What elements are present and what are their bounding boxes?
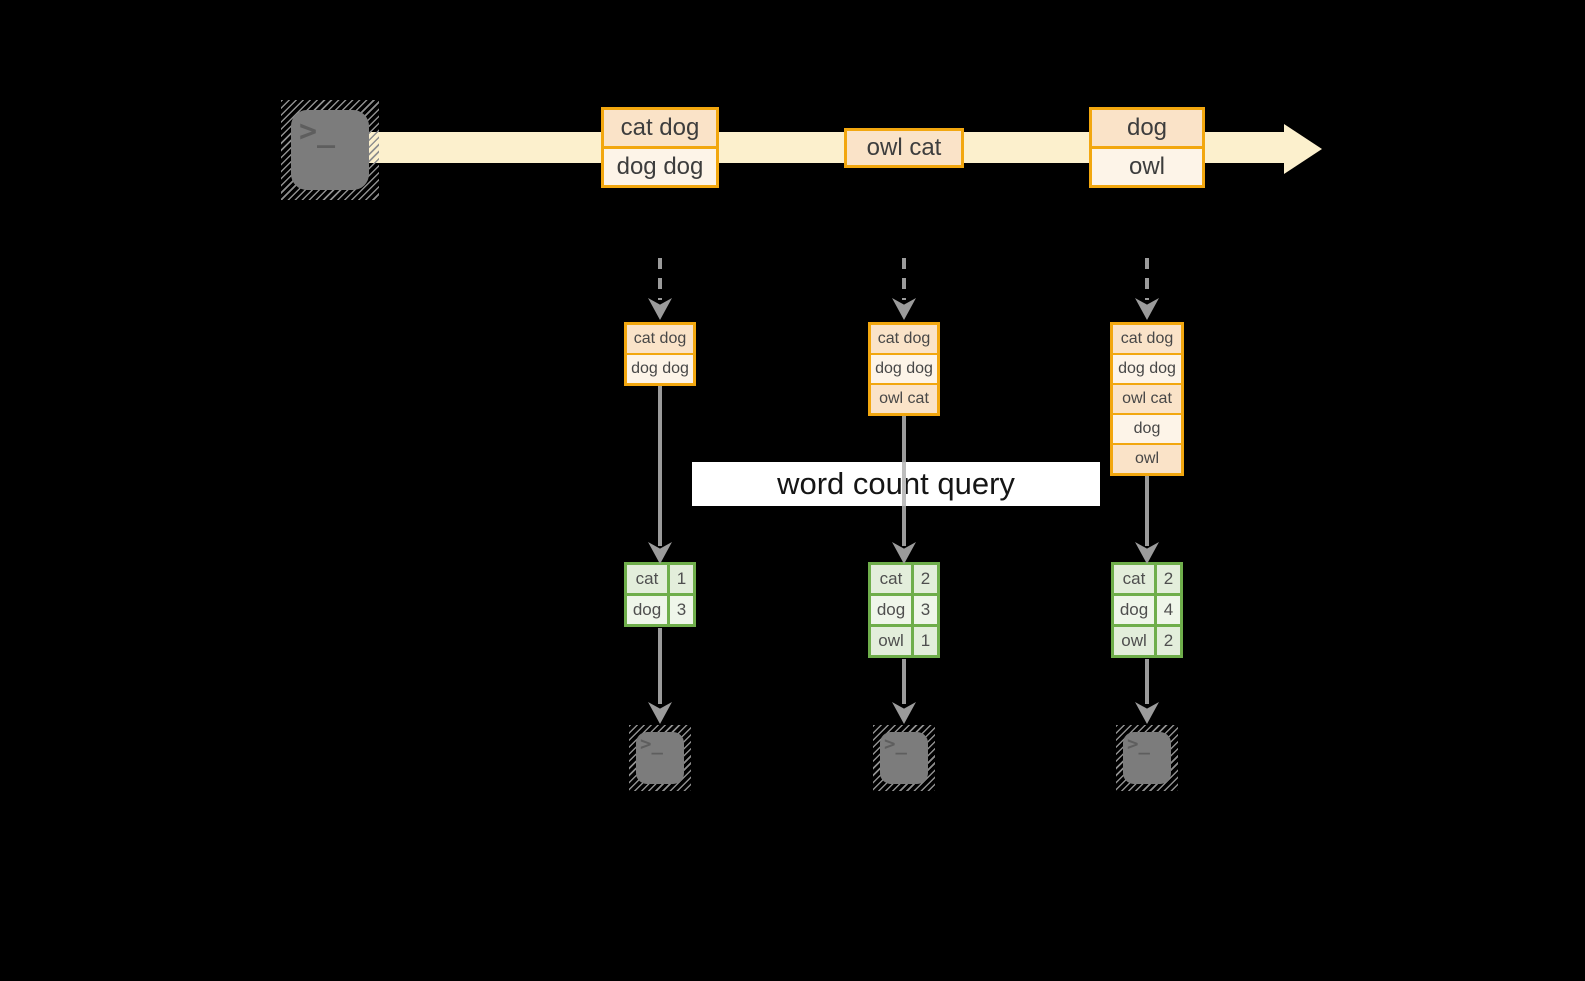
stream-source-terminal-icon: >_ [281, 100, 379, 200]
result-count: 2 [914, 565, 937, 593]
state-after-batch-2: cat dog dog dog owl cat [868, 322, 940, 416]
arrowhead-down-icon [892, 298, 916, 320]
terminal-screen [880, 732, 928, 784]
state-line: dog dog [627, 355, 693, 383]
state-line: owl cat [871, 385, 937, 413]
result-count: 3 [670, 596, 693, 624]
event-line: owl cat [847, 131, 961, 165]
result-word: dog [627, 596, 667, 624]
event-line: cat dog [604, 110, 716, 146]
terminal-prompt-glyph: >_ [1127, 733, 1150, 755]
terminal-screen [636, 732, 684, 784]
stream-arrowhead-icon [1284, 124, 1322, 174]
dashed-arrow-batch3 [1145, 258, 1149, 300]
sink-terminal-icon-2: >_ [873, 725, 935, 791]
result-count: 1 [670, 565, 693, 593]
result-word: cat [871, 565, 911, 593]
result-table-2: cat 2 dog 3 owl 1 [868, 562, 940, 658]
dashed-arrow-batch1 [658, 258, 662, 300]
terminal-screen [1123, 732, 1171, 784]
arrowhead-down-icon [1135, 298, 1159, 320]
arrowhead-down-icon [892, 702, 916, 724]
event-line: dog [1092, 110, 1202, 146]
terminal-prompt-glyph: >_ [299, 114, 336, 149]
query-label: word count query [777, 466, 1015, 501]
terminal-prompt-glyph: >_ [884, 733, 907, 755]
dashed-arrow-batch2 [902, 258, 906, 300]
state-line: dog dog [871, 355, 937, 383]
terminal-prompt-glyph: >_ [640, 733, 663, 755]
arrow-result2-to-sink2 [902, 659, 906, 704]
state-line: dog [1113, 415, 1181, 443]
result-word: owl [1114, 627, 1154, 655]
terminal-screen [291, 110, 369, 190]
state-line: cat dog [1113, 325, 1181, 353]
sink-terminal-icon-3: >_ [1116, 725, 1178, 791]
arrowhead-down-icon [1135, 702, 1159, 724]
result-word: dog [871, 596, 911, 624]
arrow-result3-to-sink3 [1145, 659, 1149, 704]
result-word: cat [1114, 565, 1154, 593]
state-line: owl [1113, 445, 1181, 473]
state-after-batch-3: cat dog dog dog owl cat dog owl [1110, 322, 1184, 476]
result-count: 4 [1157, 596, 1180, 624]
result-count: 1 [914, 627, 937, 655]
arrowhead-down-icon [648, 298, 672, 320]
arrowhead-down-icon [648, 702, 672, 724]
state-line: owl cat [1113, 385, 1181, 413]
arrow-result1-to-sink1 [658, 628, 662, 704]
stream-event-batch-2: owl cat [844, 128, 964, 168]
result-table-3: cat 2 dog 4 owl 2 [1111, 562, 1183, 658]
result-count: 2 [1157, 627, 1180, 655]
arrow-state1-to-result1 [658, 386, 662, 546]
query-label-banner: word count query [692, 462, 1100, 506]
state-line: cat dog [627, 325, 693, 353]
state-line: cat dog [871, 325, 937, 353]
sink-terminal-icon-1: >_ [629, 725, 691, 791]
stream-event-batch-1: cat dog dog dog [601, 107, 719, 188]
state-after-batch-1: cat dog dog dog [624, 322, 696, 386]
state-line: dog dog [1113, 355, 1181, 383]
result-word: dog [1114, 596, 1154, 624]
result-word: cat [627, 565, 667, 593]
result-count: 3 [914, 596, 937, 624]
stream-event-batch-3: dog owl [1089, 107, 1205, 188]
result-table-1: cat 1 dog 3 [624, 562, 696, 627]
arrow-state3-to-result3 [1145, 476, 1149, 546]
arrow-through-banner-segment [902, 462, 906, 506]
event-line: dog dog [604, 149, 716, 185]
event-line: owl [1092, 149, 1202, 185]
result-word: owl [871, 627, 911, 655]
result-count: 2 [1157, 565, 1180, 593]
